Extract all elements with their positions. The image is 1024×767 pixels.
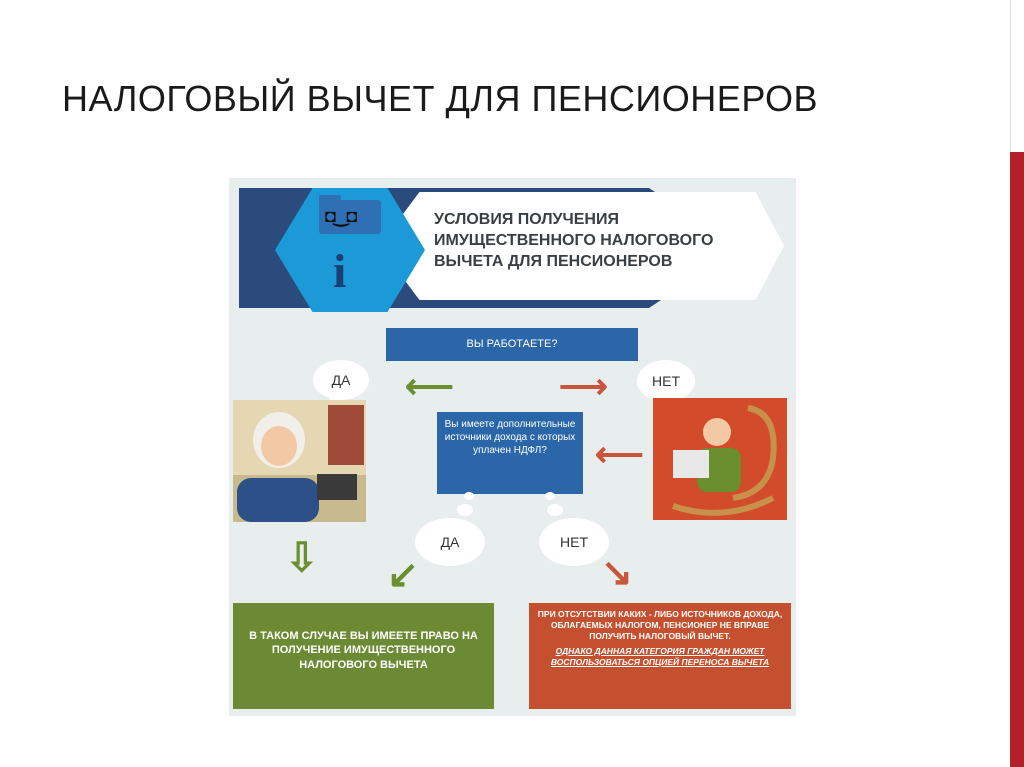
result-not-eligible-note: ОДНАКО ДАННАЯ КАТЕГОРИЯ ГРАЖДАН МОЖЕТ ВО…	[529, 646, 791, 668]
question-working: ВЫ РАБОТАЕТЕ?	[386, 328, 638, 361]
infographic-title: УСЛОВИЯ ПОЛУЧЕНИЯ ИМУЩЕСТВЕННОГО НАЛОГОВ…	[434, 210, 764, 272]
slide-title: НАЛОГОВЫЙ ВЫЧЕТ ДЛЯ ПЕНСИОНЕРОВ	[62, 78, 818, 120]
arrow-down-left-icon: ↙	[387, 556, 419, 594]
result-eligible: В ТАКОМ СЛУЧАЕ ВЫ ИМЕЕТЕ ПРАВО НА ПОЛУЧЕ…	[233, 603, 494, 709]
info-icon: i	[333, 244, 346, 299]
no-bubble-top-label: НЕТ	[652, 373, 680, 389]
bubble-tail-no-1	[547, 504, 563, 516]
no-bubble-bottom: НЕТ	[539, 518, 609, 566]
retired-pensioner-illustration	[653, 398, 787, 520]
side-bar-accent	[1010, 152, 1024, 767]
no-bubble-bottom-label: НЕТ	[560, 534, 588, 550]
question-extra-income: Вы имеете дополнительные источники доход…	[437, 412, 583, 494]
arrow-right-icon: ⟶	[559, 370, 608, 404]
arrow-down-right-icon: ↘	[601, 554, 633, 592]
side-bar-top	[1010, 0, 1024, 152]
no-bubble-top: НЕТ	[637, 360, 695, 402]
arrow-left-icon-2: ⟵	[595, 438, 644, 472]
yes-bubble-bottom-label: ДА	[441, 534, 460, 550]
working-pensioner-illustration	[233, 400, 366, 522]
bubble-tail-yes-1	[457, 504, 473, 516]
yes-bubble-top: ДА	[313, 360, 369, 400]
bubble-tail-no-2	[545, 492, 555, 500]
result-not-eligible-text: ПРИ ОТСУТСТВИИ КАКИХ - ЛИБО ИСТОЧНИКОВ Д…	[538, 609, 782, 641]
yes-bubble-bottom: ДА	[415, 518, 485, 566]
arrow-down-icon: ⇩	[285, 538, 319, 578]
bubble-tail-yes-2	[464, 492, 474, 500]
infographic: УСЛОВИЯ ПОЛУЧЕНИЯ ИМУЩЕСТВЕННОГО НАЛОГОВ…	[229, 178, 796, 716]
glasses-icon: ◘‿◘	[325, 206, 355, 227]
arrow-left-icon: ⟵	[405, 370, 454, 404]
result-not-eligible: ПРИ ОТСУТСТВИИ КАКИХ - ЛИБО ИСТОЧНИКОВ Д…	[529, 603, 791, 709]
yes-bubble-top-label: ДА	[332, 372, 351, 388]
